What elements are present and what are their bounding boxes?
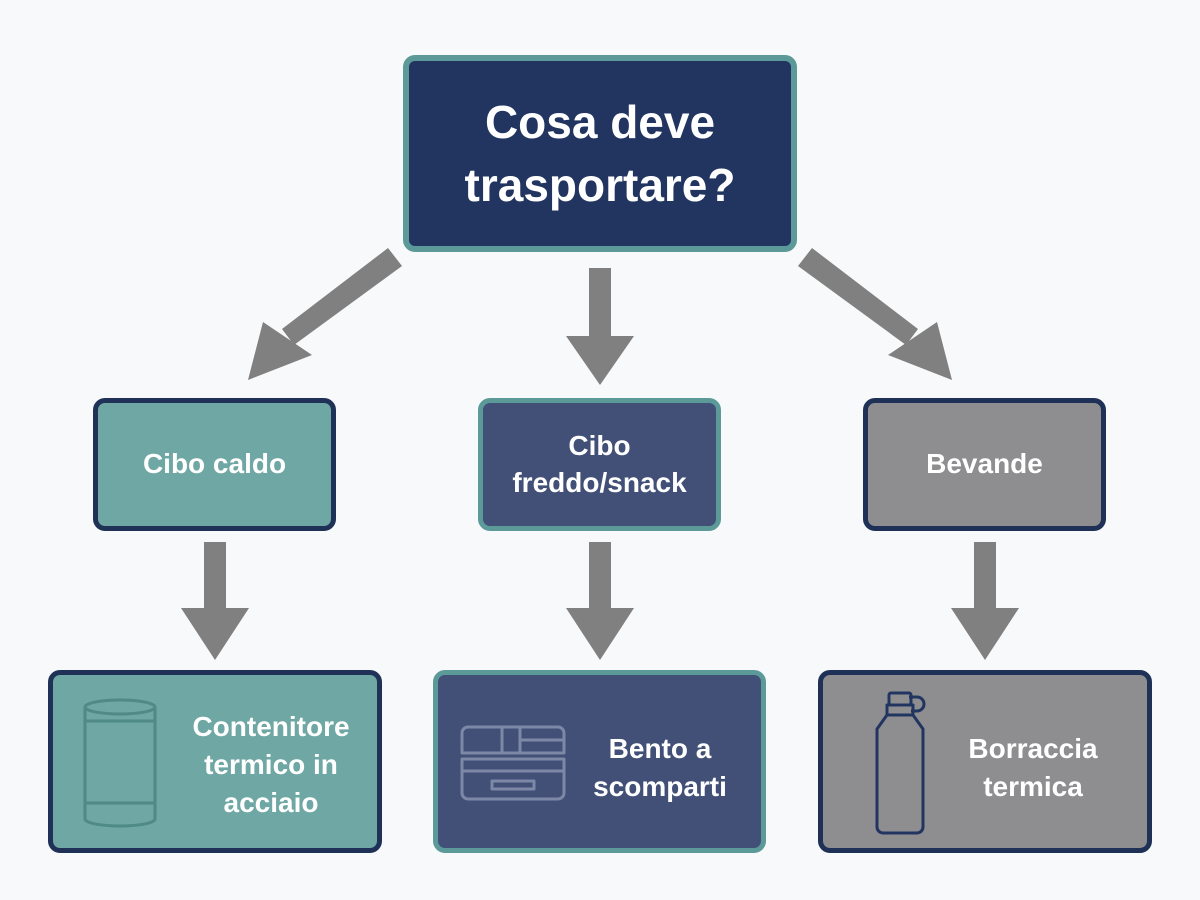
root-question-text: Cosa deve trasportare? — [465, 91, 736, 215]
thermal-bottle-icon — [875, 691, 926, 835]
result-steel-container-box: Contenitore termico in acciaio — [48, 670, 382, 853]
arrow-hot-food-to-container — [181, 542, 249, 660]
arrow-drinks-to-bottle — [951, 542, 1019, 660]
root-question-box: Cosa deve trasportare? — [403, 55, 797, 252]
category-cold-food-line: Cibo — [568, 430, 631, 462]
result-line: termico in — [204, 748, 338, 780]
result-line: Borraccia — [968, 733, 1098, 764]
root-question-line: Cosa deve — [484, 96, 716, 149]
result-line: acciaio — [223, 786, 319, 818]
category-cold-food-label: Cibo freddo/snack — [512, 428, 686, 501]
category-cold-food-line: freddo/snack — [512, 466, 687, 498]
arrow-cold-food-to-bento — [566, 542, 634, 660]
result-bento-label: Bento a scomparti — [570, 730, 750, 806]
result-thermal-bottle-label: Borraccia termica — [933, 730, 1133, 806]
result-steel-container-label: Contenitore termico in acciaio — [171, 708, 371, 821]
arrow-root-to-drinks — [798, 248, 952, 380]
result-line: termica — [983, 770, 1083, 802]
result-bento-box: Bento a scomparti — [433, 670, 766, 853]
result-line: Bento a — [608, 733, 712, 764]
bento-box-icon — [460, 725, 566, 801]
category-drinks-label: Bevande — [926, 448, 1043, 480]
result-thermal-bottle-box: Borraccia termica — [818, 670, 1152, 853]
arrow-root-to-hot-food — [248, 248, 402, 380]
steel-container-icon — [83, 698, 157, 828]
arrow-root-to-cold-food — [566, 268, 634, 385]
category-drinks-box: Bevande — [863, 398, 1106, 531]
root-question-line: trasportare? — [464, 158, 736, 211]
category-hot-food-label: Cibo caldo — [142, 448, 287, 480]
category-hot-food-box: Cibo caldo — [93, 398, 336, 531]
result-line: scomparti — [593, 770, 727, 802]
category-cold-food-box: Cibo freddo/snack — [478, 398, 721, 531]
result-line: Contenitore — [192, 711, 350, 742]
